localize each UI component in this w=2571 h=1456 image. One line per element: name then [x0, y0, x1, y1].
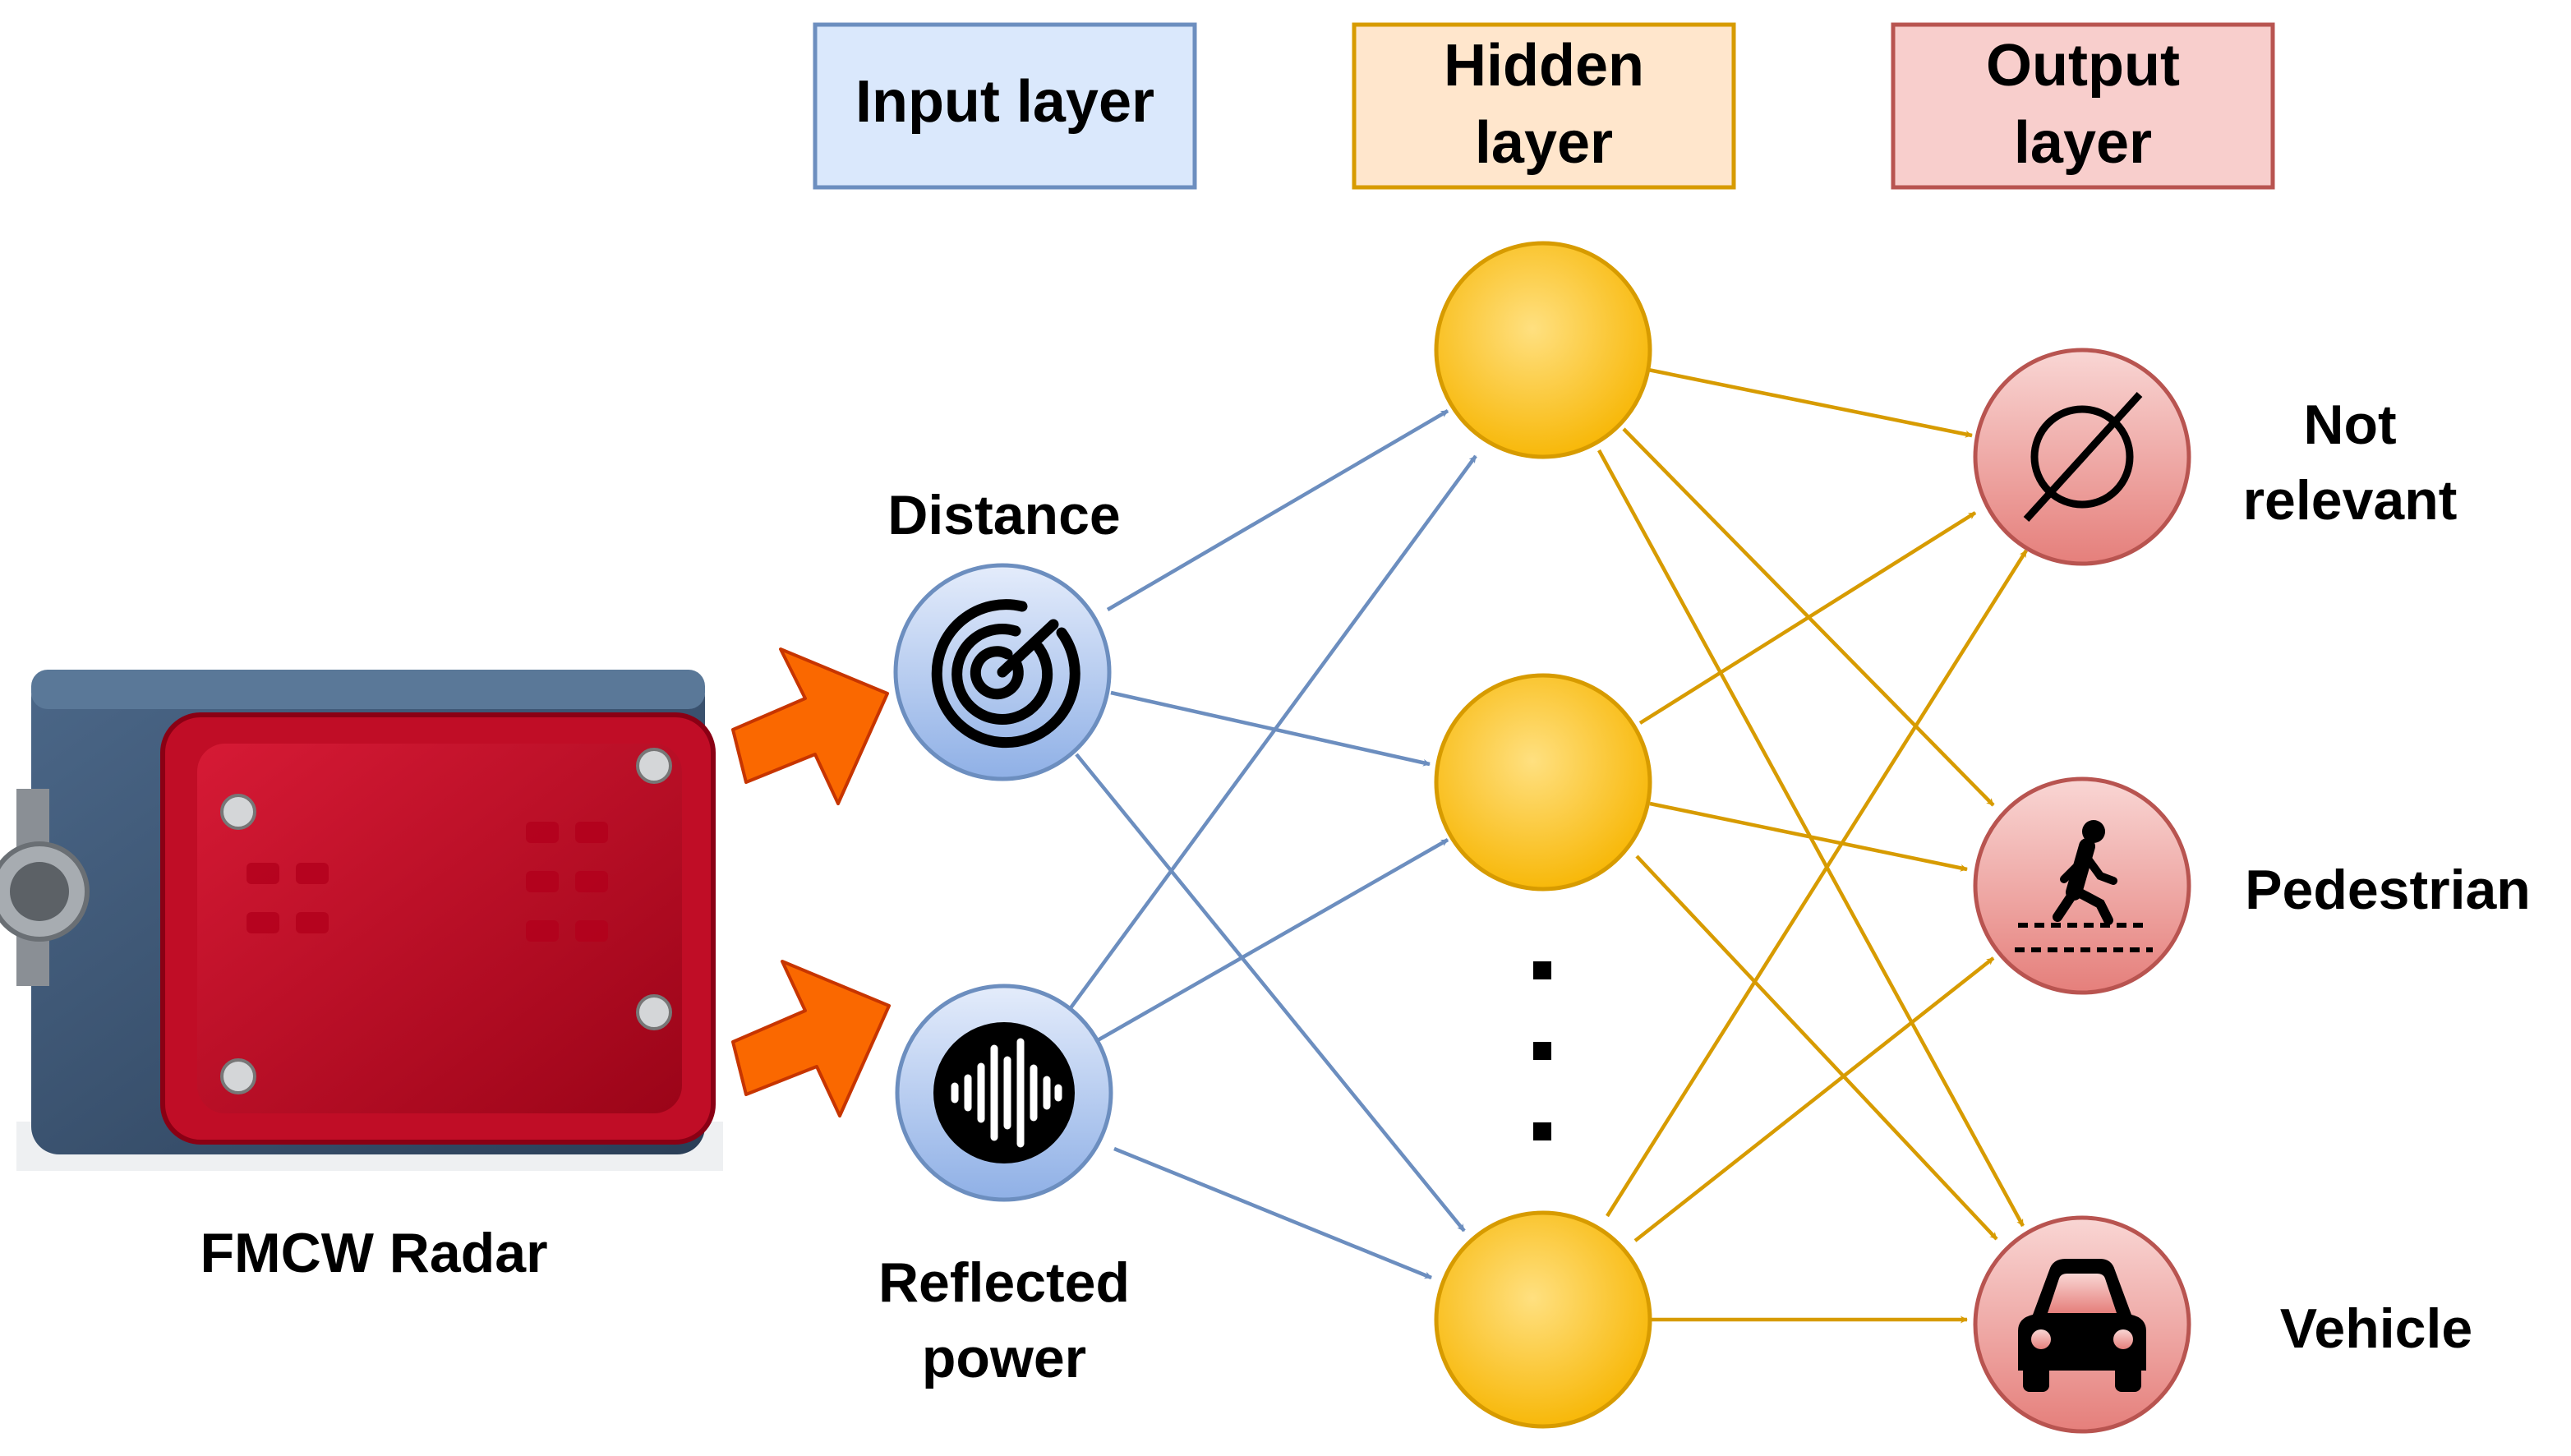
edge-power-hidden3: [1113, 1146, 1432, 1280]
input-to-hidden-edges: [1068, 409, 1477, 1280]
input-node-distance: [893, 563, 1112, 781]
output-node-vehicle: [1973, 1215, 2191, 1434]
edge-hidden1-notrelevant: [1647, 367, 1973, 438]
edge-hidden3-notrelevant: [1606, 549, 2028, 1218]
hidden-node-1: [1434, 241, 1652, 459]
hidden-to-output-edges: [1597, 367, 2028, 1324]
output-layer-label-line1: Output: [1986, 33, 2180, 99]
edge-hidden2-notrelevant: [1638, 511, 1977, 725]
output-layer-label-line2: layer: [2014, 110, 2152, 176]
hidden-layer-label-line1: Hidden: [1444, 33, 1644, 99]
input-layer-label: Input layer: [855, 69, 1154, 135]
input-label-power-line2: power: [922, 1327, 1086, 1389]
fmcw-radar-photo: [0, 670, 723, 1171]
edge-power-hidden1: [1068, 454, 1477, 1011]
edge-hidden3-pedestrian: [1633, 956, 1995, 1242]
output-layer-box: [1891, 22, 2275, 190]
hidden-node-2: [1434, 673, 1652, 892]
edge-distance-hidden1: [1106, 409, 1449, 611]
edge-power-hidden2: [1096, 838, 1449, 1042]
radar-to-power-arrow: [731, 960, 891, 1117]
edge-hidden2-pedestrian: [1649, 801, 1968, 872]
hidden-ellipsis-dots: [1533, 961, 1551, 1140]
radar-to-distance-arrow: [731, 647, 889, 805]
hidden-node-3: [1434, 1210, 1652, 1429]
fmcw-radar-label: FMCW Radar: [200, 1222, 547, 1284]
edge-hidden2-vehicle: [1635, 855, 1998, 1241]
output-node-not-relevant: [1973, 348, 2191, 566]
input-label-power-line1: Reflected: [878, 1251, 1130, 1314]
hidden-layer-box: [1352, 22, 1736, 190]
output-node-pedestrian: [1973, 776, 2191, 995]
waveform-icon: [951, 1038, 1062, 1148]
output-label-not-relevant-line2: relevant: [2243, 469, 2458, 532]
output-label-pedestrian: Pedestrian: [2245, 859, 2531, 921]
empty-set-icon: [2023, 391, 2143, 523]
edge-distance-hidden2: [1110, 690, 1431, 767]
car-icon: [2018, 1259, 2146, 1392]
output-label-not-relevant-line1: Not: [2303, 394, 2396, 456]
radar-icon: [931, 599, 1080, 749]
input-label-distance-line1: Distance: [887, 484, 1120, 546]
pedestrian-icon: [2015, 820, 2153, 952]
edge-distance-hidden3: [1075, 753, 1466, 1233]
output-label-vehicle: Vehicle: [2280, 1297, 2472, 1360]
input-layer-box: [813, 22, 1197, 190]
hidden-layer-label-line2: layer: [1475, 110, 1613, 176]
input-node-reflected-power: [895, 984, 1113, 1202]
